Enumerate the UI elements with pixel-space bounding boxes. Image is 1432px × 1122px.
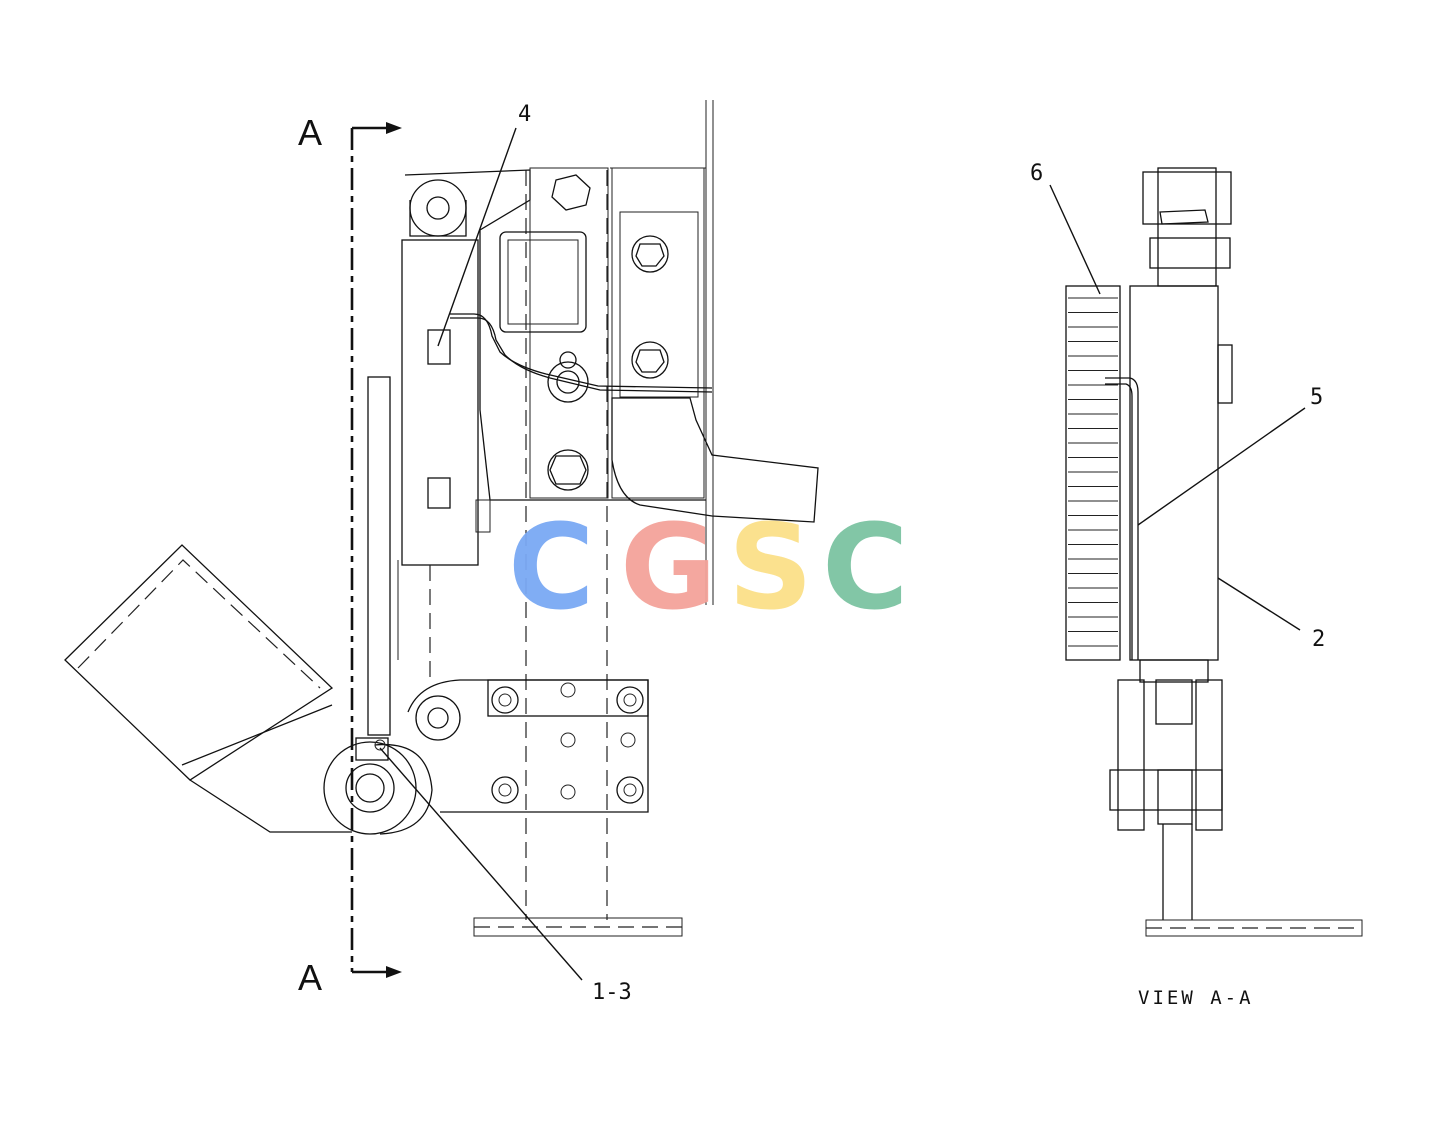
watermark-letter-3: S	[728, 498, 813, 636]
callout-4: 4	[518, 102, 531, 127]
section-view-a-a: VIEW A-A	[1065, 167, 1363, 1009]
callout-5: 5	[1310, 385, 1323, 410]
section-line-a-a: A A	[298, 112, 402, 998]
watermark-letter-2: G	[620, 498, 717, 636]
callout-6: 6	[1030, 161, 1043, 186]
section-label-bottom: A	[298, 957, 322, 998]
section-label-top: A	[298, 112, 322, 153]
fin-pack-lines	[1068, 297, 1118, 647]
callout-1-3: 1-3	[592, 980, 632, 1005]
watermark-letter-4: C	[822, 498, 909, 636]
view-caption: VIEW A-A	[1138, 987, 1254, 1009]
callout-4-leader	[437, 127, 517, 347]
callout-2-leader	[1217, 577, 1301, 631]
watermark-logo: C G S C	[508, 498, 909, 636]
callouts: 4 1-3 6 5 2	[379, 102, 1325, 1005]
callout-6-leader	[1049, 184, 1101, 295]
callout-5-leader	[1137, 407, 1306, 526]
callout-1-3-leader	[379, 747, 583, 981]
side-view-assembly	[64, 100, 819, 937]
callout-2: 2	[1312, 627, 1325, 652]
watermark-letter-1: C	[508, 498, 595, 636]
